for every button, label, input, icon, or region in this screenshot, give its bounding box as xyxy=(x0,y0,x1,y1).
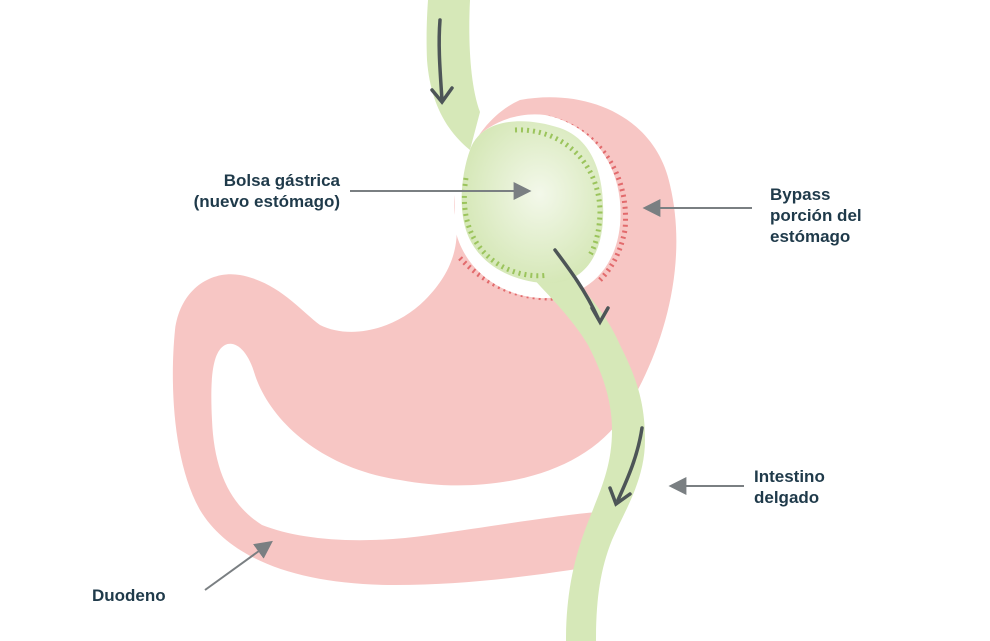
label-bypass-line3: estómago xyxy=(770,227,851,246)
flow-arrow-esophagus xyxy=(437,18,444,102)
label-small-intestine: Intestino delgado xyxy=(754,466,825,508)
label-gastric-pouch-line1: Bolsa gástrica xyxy=(223,171,340,190)
label-gastric-pouch-line2: (nuevo estómago) xyxy=(193,192,340,211)
label-gastric-pouch: Bolsa gástrica (nuevo estómago) xyxy=(150,170,340,212)
flow-arrow-esophagus-head xyxy=(430,86,454,105)
pointer-arrow-duodenum xyxy=(204,540,273,591)
label-bypass-portion: Bypass porción del estómago xyxy=(770,184,862,247)
esophagus xyxy=(426,0,480,150)
gastric-pouch xyxy=(461,121,604,284)
pouch-staple-line-upper xyxy=(514,127,603,257)
small-intestine xyxy=(530,260,645,641)
flow-arrow-intestine xyxy=(616,426,644,502)
flow-arrow-pouch-head xyxy=(590,306,610,326)
label-bypass-line2: porción del xyxy=(770,206,862,225)
flow-arrow-intestine-head xyxy=(608,486,632,507)
flow-arrows xyxy=(430,18,644,507)
label-duodenum: Duodeno xyxy=(92,585,166,606)
pointer-arrows xyxy=(204,182,752,591)
label-intestine-line2: delgado xyxy=(754,488,820,507)
label-duodenum-line1: Duodeno xyxy=(92,586,166,605)
label-intestine-line1: Intestino xyxy=(754,467,825,486)
label-bypass-line1: Bypass xyxy=(770,185,831,204)
